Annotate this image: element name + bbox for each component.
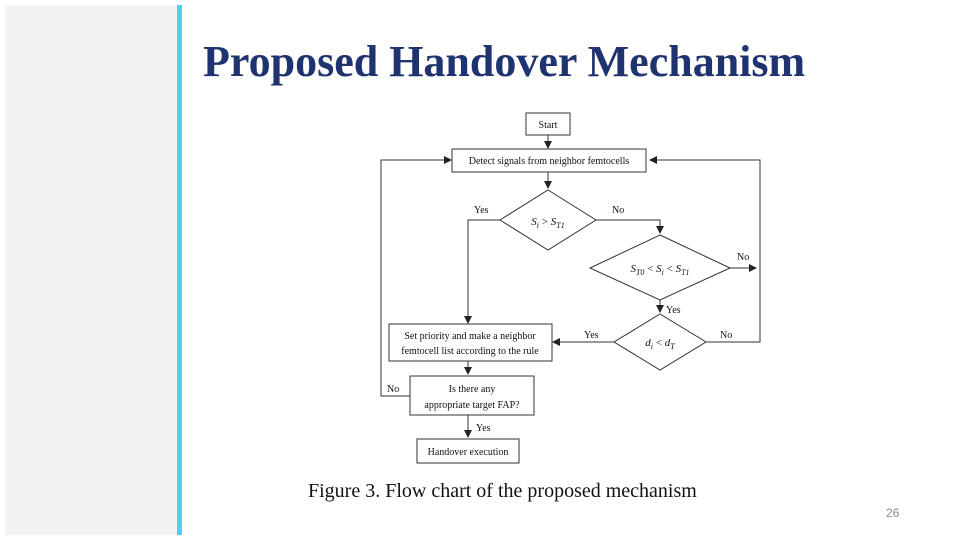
left-panel (5, 5, 177, 535)
d2-sub-t1: T1 (681, 268, 689, 277)
label-yes-d1: Yes (474, 205, 489, 216)
figure-caption: Figure 3. Flow chart of the proposed mec… (308, 480, 697, 502)
decision-si-gt-st1-label: Si > ST1 (531, 216, 564, 230)
label-no-target: No (387, 384, 399, 395)
d3-dt: d (665, 337, 671, 349)
d1-sub-t1: T1 (556, 221, 564, 230)
d1-gt: > (539, 216, 551, 228)
decision-di-lt-dt-label: di < dT (645, 337, 675, 351)
label-yes-d2: Yes (666, 305, 681, 316)
handover-label: Handover execution (428, 447, 509, 458)
priority-label-line2: femtocell list according to the rule (401, 346, 539, 357)
d3-lt: < (653, 337, 665, 349)
start-box (525, 112, 571, 136)
accent-bar (177, 5, 182, 535)
arrow-d3-no-loop (649, 156, 761, 343)
priority-label-line1: Set priority and make a neighbor (404, 331, 536, 342)
target-label-line1: Is there any (449, 384, 496, 395)
d2-lt1: < (644, 263, 656, 275)
d3-sub-t: T (670, 342, 675, 351)
d2-s3: S (676, 263, 682, 275)
decision-si-gt-st1 (499, 189, 597, 251)
d1-st: S (551, 216, 557, 228)
slide-title: Proposed Handover Mechanism (203, 37, 806, 86)
d3-sub-i: i (651, 342, 653, 351)
page-number: 26 (886, 506, 900, 520)
d3-d: d (645, 337, 651, 349)
arrow-d1-yes (464, 219, 500, 324)
label-no-d1: No (612, 205, 624, 216)
d1-sub-i: i (537, 221, 539, 230)
arrow-d1-no (596, 219, 664, 234)
target-box (409, 375, 535, 416)
label-no-d3: No (720, 330, 732, 341)
label-yes-d3: Yes (584, 330, 599, 341)
arrow-target-no-loop (380, 156, 452, 397)
d2-s2: S (656, 263, 662, 275)
decision-st0-si-st1 (588, 234, 732, 301)
decision-di-lt-dt (613, 313, 707, 371)
detect-box (451, 148, 647, 173)
decision-st0-si-st1-label: ST0 < Si < ST1 (630, 263, 689, 277)
priority-box (388, 323, 553, 362)
label-yes-target: Yes (476, 423, 491, 434)
detect-label: Detect signals from neighbor femtocells (469, 156, 630, 167)
d2-sub-t0: T0 (636, 268, 644, 277)
target-label-line2: appropriate target FAP? (424, 400, 520, 411)
d1-s: S (531, 216, 537, 228)
d2-sub-i: i (662, 268, 664, 277)
handover-box (416, 438, 520, 464)
d2-s1: S (630, 263, 636, 275)
d2-lt2: < (664, 263, 676, 275)
start-label: Start (539, 120, 558, 131)
label-no-d2: No (737, 252, 749, 263)
